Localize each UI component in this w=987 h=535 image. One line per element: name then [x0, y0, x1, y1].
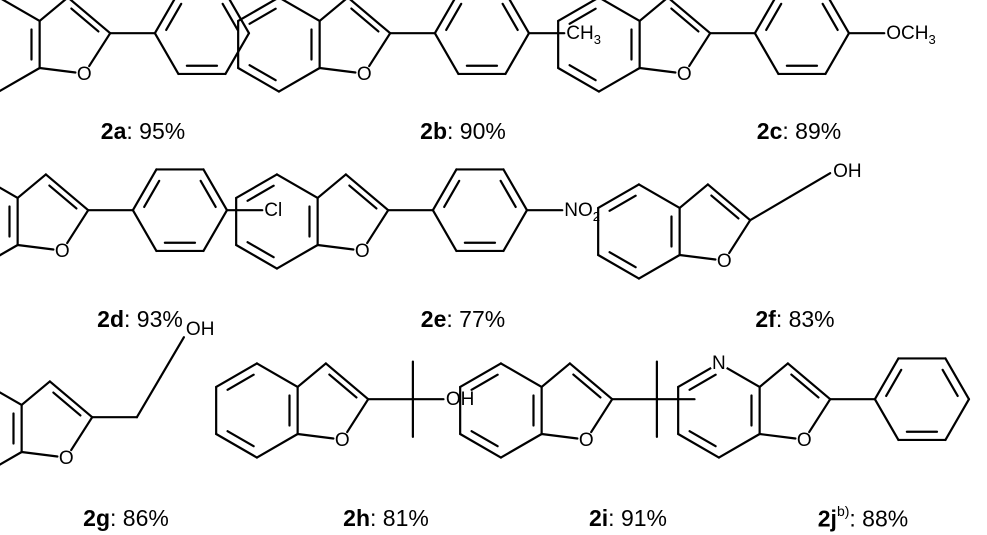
caption-2g: 2g: 86% — [83, 505, 169, 532]
compound-id: 2j — [817, 505, 837, 532]
oxygen-atom: O — [677, 64, 692, 85]
molecule-2d: O Cl — [0, 168, 282, 262]
yield-value: : 81% — [370, 505, 429, 531]
oxygen-atom: O — [77, 64, 92, 85]
molecule-2f: O OH — [597, 161, 862, 280]
oxygen-atom: O — [55, 241, 70, 262]
substituent-2c: OCH3 — [886, 23, 935, 47]
substituent-2d: Cl — [264, 200, 282, 221]
molecule-2b: O CH3 — [237, 0, 601, 93]
molecule-2a: O — [0, 0, 251, 93]
caption-2a: 2a: 95% — [101, 118, 185, 145]
oxygen-atom: O — [717, 251, 732, 272]
molecule-2i: O — [459, 360, 696, 459]
substituent-2b: CH3 — [566, 23, 601, 47]
molecule-2e: O NO2 — [235, 168, 600, 270]
phenyl-ring — [753, 0, 851, 76]
yield-value: : 88% — [849, 505, 909, 532]
caption-2c: 2c: 89% — [757, 118, 841, 145]
caption-2f: 2f: 83% — [755, 306, 834, 333]
oxygen-atom: O — [355, 241, 370, 262]
oxygen-atom: O — [357, 64, 372, 85]
compound-id: 2f — [755, 306, 776, 332]
yield-value: : 86% — [110, 505, 169, 531]
yield-value: : 83% — [775, 306, 835, 332]
phenyl-ring — [153, 0, 251, 76]
hydroxyl-group: OH — [833, 161, 862, 182]
molecule-2g: O OH — [0, 319, 215, 469]
phenyl-ring — [873, 357, 971, 442]
caption-2h: 2h: 81% — [343, 505, 429, 532]
compound-id: 2c — [756, 118, 783, 144]
compound-id: 2a — [100, 118, 127, 144]
compound-id: 2h — [343, 505, 371, 531]
compound-id: 2e — [420, 306, 447, 332]
yield-value: : 91% — [608, 505, 668, 531]
yield-value: : 90% — [447, 118, 506, 144]
compound-id: 2b — [420, 118, 448, 144]
oxygen-atom: O — [59, 448, 74, 469]
yield-value: : 93% — [124, 306, 183, 332]
caption-2j: 2jb): 88% — [817, 503, 909, 533]
compound-id: 2g — [83, 505, 111, 531]
yield-value: : 77% — [446, 306, 506, 332]
hydroxyl-group: OH — [186, 319, 215, 340]
phenyl-ring — [433, 0, 531, 76]
compound-id: 2d — [97, 306, 125, 332]
compound-id: 2i — [588, 505, 609, 531]
oxygen-atom: O — [797, 430, 812, 451]
molecule-2h: OOH — [215, 360, 474, 459]
molecule-2j: ON — [677, 353, 971, 459]
caption-2e: 2e: 77% — [421, 306, 505, 333]
yield-value: : 89% — [782, 118, 842, 144]
footnote-marker: b) — [836, 503, 850, 519]
caption-2i: 2i: 91% — [589, 505, 667, 532]
oxygen-atom: O — [579, 430, 594, 451]
molecule-2c: O OCH3 — [557, 0, 936, 93]
nitrogen-atom: N — [712, 353, 726, 374]
phenyl-ring — [131, 168, 229, 253]
phenyl-ring — [431, 168, 529, 253]
substituent-2e: NO2 — [564, 200, 600, 224]
oxygen-atom: O — [335, 430, 350, 451]
caption-2b: 2b: 90% — [420, 118, 506, 145]
yield-value: : 95% — [126, 118, 186, 144]
caption-2d: 2d: 93% — [97, 306, 183, 333]
